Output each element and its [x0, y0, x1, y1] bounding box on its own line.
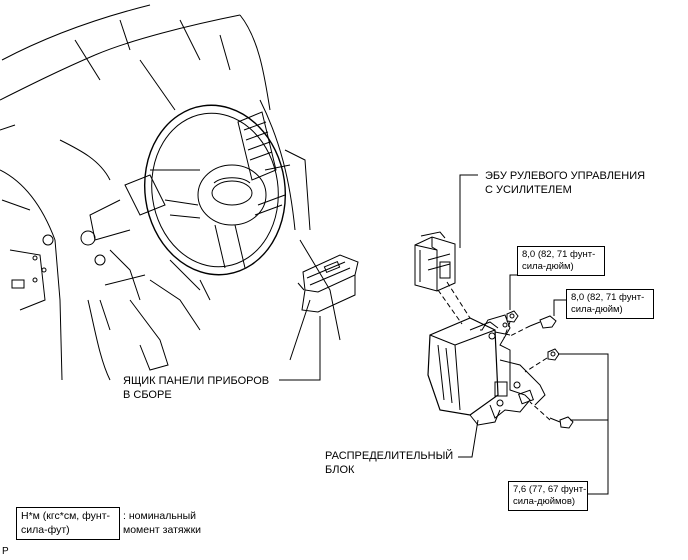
steering-column — [87, 174, 211, 381]
steering-wheel — [143, 104, 291, 276]
block-label-line1: РАСПРЕДЕЛИТЕЛЬНЫЙ — [325, 450, 454, 462]
leader-bolt-right — [553, 299, 566, 316]
legend-unit-box: Н*м (кгс*см, фунт- сила-фут) — [16, 507, 120, 540]
left-controls — [11, 230, 106, 289]
torque-bottom-line2: сила-дюймов) — [513, 496, 576, 507]
nut-top — [506, 310, 519, 323]
legend-unit-line2: сила-фут) — [21, 524, 70, 536]
panel-label-line1: ЯЩИК ПАНЕЛИ ПРИБОРОВ — [123, 375, 270, 387]
bolt-right — [529, 315, 557, 329]
corner-mark: P — [2, 546, 9, 557]
torque-bolt-right-line2: сила-дюйм) — [571, 304, 623, 315]
torque-box-bottom: 7,6 (77, 67 фунт- сила-дюймов) — [508, 481, 588, 511]
power-steering-ecu — [414, 231, 456, 292]
bolt-bottom — [549, 416, 574, 429]
ecu-label-line1: ЭБУ РУЛЕВОГО УПРАВЛЕНИЯ — [485, 170, 646, 182]
distribution-block — [427, 314, 546, 426]
torque-nut-top-line2: сила-дюйм) — [522, 261, 574, 272]
leader-ecu — [459, 174, 478, 248]
torque-box-nut-top: 8,0 (82, 71 фунт- сила-дюйм) — [517, 246, 605, 276]
legend-unit-line1: Н*м (кгс*см, фунт- — [21, 510, 111, 522]
leader-bottom-torque — [558, 353, 609, 421]
leader-bottom-box — [588, 420, 609, 495]
leader-nut-top — [509, 274, 517, 310]
torque-bolt-right-line1: 8,0 (82, 71 фунт- — [571, 292, 645, 303]
panel-label-line2: В СБОРЕ — [123, 389, 172, 401]
leader-block — [458, 419, 479, 458]
torque-nut-top-line1: 8,0 (82, 71 фунт- — [522, 249, 596, 260]
legend-description: : номинальный момент затяжки — [123, 509, 201, 537]
nut-bottom — [547, 348, 560, 361]
leader-panel — [279, 316, 321, 381]
legend-desc-line1: : номинальный — [123, 510, 197, 522]
alignment-lines — [437, 281, 551, 421]
ecu-label-line2: С УСИЛИТЕЛЕМ — [485, 184, 572, 196]
instrument-panel-box — [297, 254, 359, 313]
torque-bottom-line1: 7,6 (77, 67 фунт- — [513, 484, 587, 495]
torque-box-bolt-right: 8,0 (82, 71 фунт- сила-дюйм) — [566, 289, 654, 319]
dashboard-outline — [0, 4, 341, 381]
legend-desc-line2: момент затяжки — [123, 524, 202, 536]
block-label-line2: БЛОК — [325, 464, 355, 476]
